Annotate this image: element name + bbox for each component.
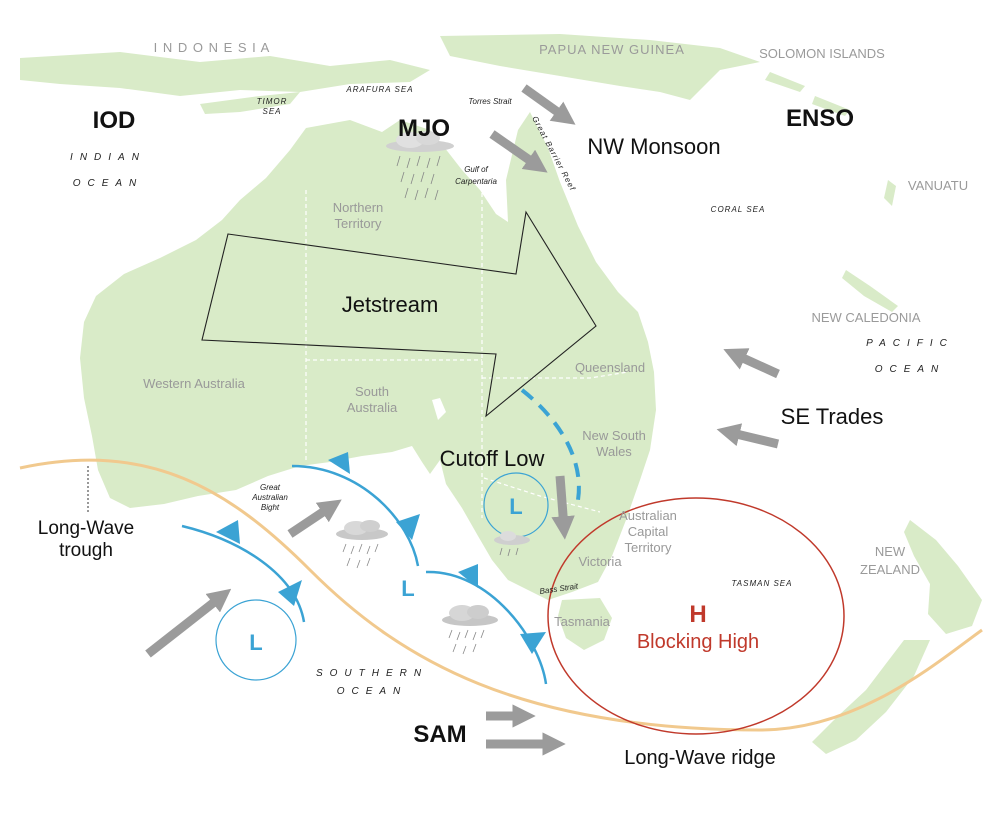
label-long-wave-trough-2: trough xyxy=(59,540,113,561)
label-southern-ocean-1: SOUTHERN xyxy=(316,668,428,679)
cloud-rain-southern xyxy=(442,605,498,655)
land-solomon-islands xyxy=(765,72,805,92)
cold-front-east xyxy=(425,570,548,685)
label-queensland: Queensland xyxy=(575,360,645,375)
wind-arrows xyxy=(145,84,780,756)
label-se-trades: SE Trades xyxy=(781,404,884,429)
label-gulf-1: Gulf of xyxy=(464,165,488,174)
land-masses xyxy=(20,34,982,754)
land-new-zealand-north xyxy=(904,520,982,634)
cutoff-trough-dashed xyxy=(520,388,581,501)
cold-front-central xyxy=(291,464,420,567)
land-indonesia xyxy=(20,52,430,96)
cold-front-west xyxy=(181,524,306,623)
land-australia xyxy=(80,112,656,600)
low-west-circle xyxy=(215,599,297,681)
low-symbol-cutoff: L xyxy=(509,494,522,519)
land-tasmania xyxy=(558,598,612,650)
label-northern-territory-2: Territory xyxy=(335,216,382,231)
label-western-australia: Western Australia xyxy=(143,376,245,391)
gulf-notch xyxy=(432,398,446,420)
label-gulf-2: Carpentaria xyxy=(455,177,497,186)
label-nw-monsoon: NW Monsoon xyxy=(587,134,720,159)
label-act-2: Capital xyxy=(628,524,669,539)
cloud-rain-bight xyxy=(336,520,388,569)
label-arafura-sea: ARAFURA SEA xyxy=(345,85,413,94)
label-act-1: Australian xyxy=(619,508,677,523)
label-timor-sea-1: TIMOR xyxy=(257,97,288,106)
label-vanuatu: VANUATU xyxy=(908,178,968,193)
label-torres-strait: Torres Strait xyxy=(468,97,512,106)
label-victoria: Victoria xyxy=(578,554,622,569)
label-tasman-sea: TASMAN SEA xyxy=(732,579,793,588)
label-pacific-ocean-2: OCEAN xyxy=(875,364,946,375)
front-teeth xyxy=(216,452,546,654)
monsoon-arrow-1 xyxy=(521,84,576,125)
westerly-arrow-1 xyxy=(145,588,232,658)
label-new-zealand-line1: NEW xyxy=(875,544,906,559)
label-south-australia-1: South xyxy=(355,384,389,399)
land-timor xyxy=(200,92,300,114)
cloud-rain-mjo xyxy=(386,131,454,201)
label-northern-territory-1: Northern xyxy=(333,200,384,215)
label-papua-new-guinea: PAPUA NEW GUINEA xyxy=(539,42,685,57)
land-new-zealand-south xyxy=(812,640,930,754)
label-timor-sea-2: SEA xyxy=(262,107,281,116)
monsoon-arrow-2 xyxy=(489,130,548,173)
label-iod: IOD xyxy=(93,107,136,134)
westerly-arrow-2 xyxy=(287,499,342,538)
label-jetstream: Jetstream xyxy=(342,292,439,317)
se-trades-arrow-2 xyxy=(716,423,780,449)
label-nsw-1: New South xyxy=(582,428,646,443)
blocking-high-symbol: H xyxy=(689,601,706,628)
label-long-wave-ridge: Long-Wave ridge xyxy=(624,747,776,769)
long-wave-line xyxy=(19,458,983,732)
cutoff-arrow xyxy=(551,475,575,540)
label-indian-ocean-2: OCEAN xyxy=(73,178,144,189)
land-vanuatu xyxy=(884,180,896,206)
label-gab-2: Australian xyxy=(251,493,288,502)
label-gab-3: Bight xyxy=(261,503,280,512)
cloud-rain-cutoff xyxy=(494,531,530,557)
label-south-australia-2: Australia xyxy=(347,400,398,415)
label-mjo: MJO xyxy=(398,115,450,142)
label-act-3: Territory xyxy=(625,540,672,555)
label-solomon-islands: SOLOMON ISLANDS xyxy=(759,46,885,61)
label-new-zealand-line2: ZEALAND xyxy=(860,562,920,577)
state-borders xyxy=(305,130,629,518)
land-new-caledonia xyxy=(842,270,898,312)
land-solomon-islands-2 xyxy=(812,96,850,116)
se-trades-arrow-1 xyxy=(723,348,780,379)
low-symbol-west: L xyxy=(249,630,262,655)
low-symbol-central: L xyxy=(401,576,414,601)
label-pacific-ocean-1: PACIFIC xyxy=(866,338,954,349)
label-sam: SAM xyxy=(413,721,466,748)
label-enso: ENSO xyxy=(786,105,854,132)
label-long-wave-trough-1: Long-Wave xyxy=(38,518,134,539)
jetstream-arrow xyxy=(201,210,597,418)
cold-fronts xyxy=(181,464,548,685)
label-gab-1: Great xyxy=(260,483,281,492)
label-indian-ocean-1: INDIAN xyxy=(70,152,146,163)
blocking-high-ellipse xyxy=(547,497,845,735)
label-cutoff-low: Cutoff Low xyxy=(440,446,545,471)
label-coral-sea: CORAL SEA xyxy=(711,205,766,214)
blocking-high-label: Blocking High xyxy=(637,631,759,653)
label-tasmania: Tasmania xyxy=(554,614,610,629)
land-papua-new-guinea xyxy=(440,34,760,100)
label-nsw-2: Wales xyxy=(596,444,632,459)
label-indonesia: I N D O N E S I A xyxy=(154,40,271,55)
label-new-caledonia: NEW CALEDONIA xyxy=(811,310,920,325)
label-southern-ocean-2: OCEAN xyxy=(337,686,408,697)
